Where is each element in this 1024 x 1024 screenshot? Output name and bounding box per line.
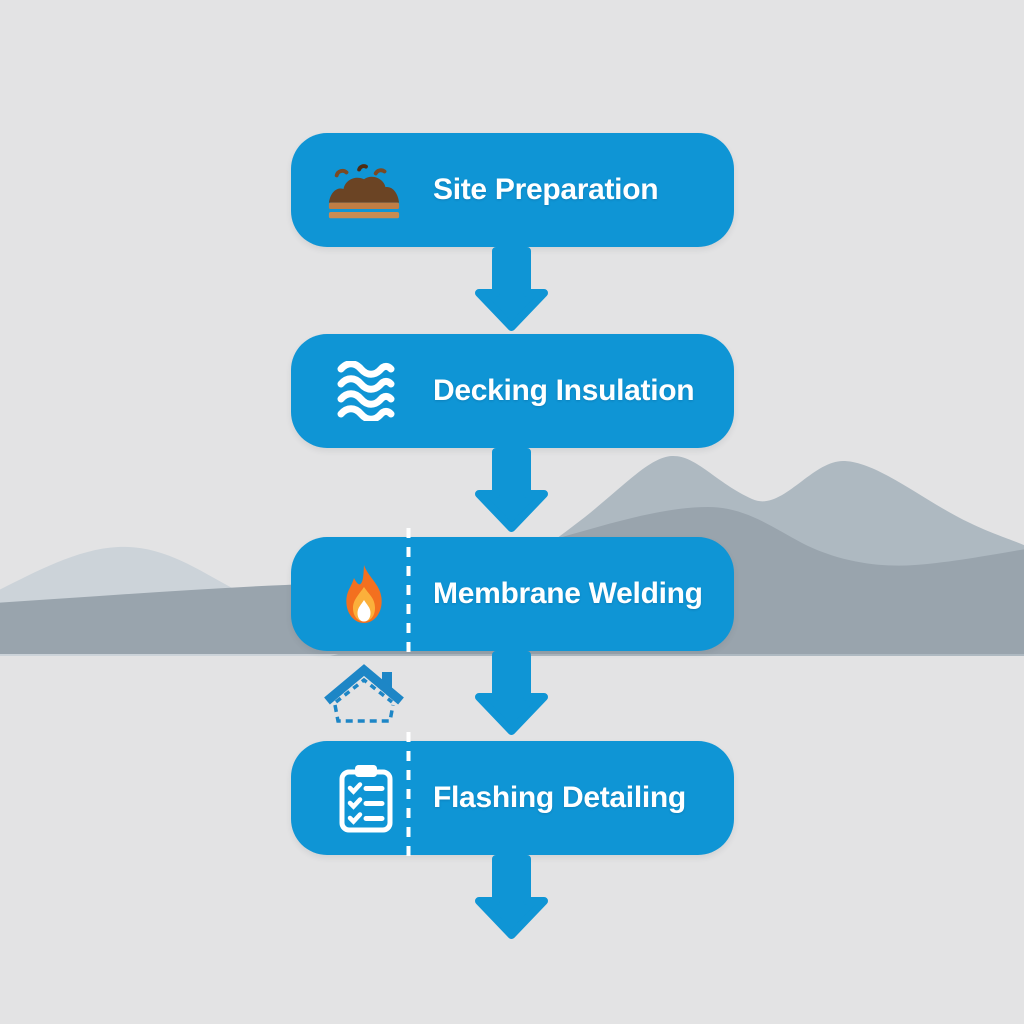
step-box-membrane-welding: Membrane Welding (291, 528, 734, 652)
down-arrow-connector (475, 651, 548, 735)
step-box-site-preparation: Site Preparation (291, 133, 734, 247)
dashed-house-outline-icon (324, 664, 404, 723)
flame-icon (335, 537, 393, 651)
soil-layers-icon (325, 133, 403, 247)
insulation-waves-icon (337, 334, 395, 448)
down-arrow-connector (475, 247, 548, 331)
step-label: Flashing Detailing (433, 781, 686, 814)
step-label: Membrane Welding (433, 577, 703, 610)
step-label: Site Preparation (433, 173, 659, 206)
checklist-clipboard-icon (338, 741, 394, 855)
dashed-divider (406, 732, 411, 856)
step-box-flashing-detailing: Flashing Detailing (291, 732, 734, 856)
down-arrow-connector (475, 448, 548, 532)
step-box-decking-insulation: Decking Insulation (291, 334, 734, 448)
dashed-divider (406, 528, 411, 652)
down-arrow-connector (475, 855, 548, 939)
step-label: Decking Insulation (433, 374, 695, 407)
